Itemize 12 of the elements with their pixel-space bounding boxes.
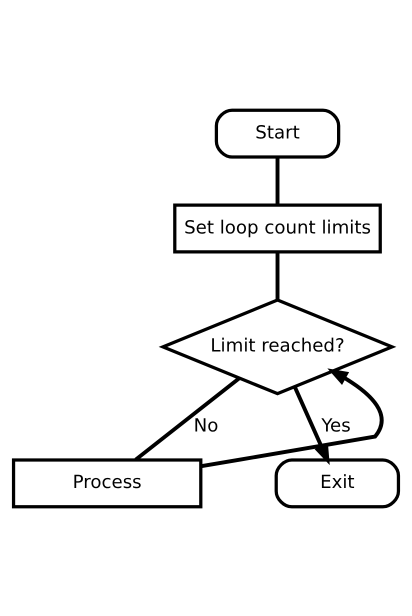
- edge-label: Yes: [321, 415, 351, 436]
- arrow: [293, 386, 330, 465]
- node-box: Start: [214, 108, 340, 158]
- connector: [276, 156, 280, 205]
- node-box: Process: [12, 458, 202, 508]
- connector: [276, 252, 280, 300]
- node-diamond: Limit reached?: [158, 298, 396, 395]
- node-box: Set loop count limits: [173, 203, 382, 254]
- node-box: Exit: [274, 458, 400, 508]
- arrow: [200, 368, 384, 468]
- edge-label: No: [194, 415, 218, 436]
- connector: [134, 376, 240, 461]
